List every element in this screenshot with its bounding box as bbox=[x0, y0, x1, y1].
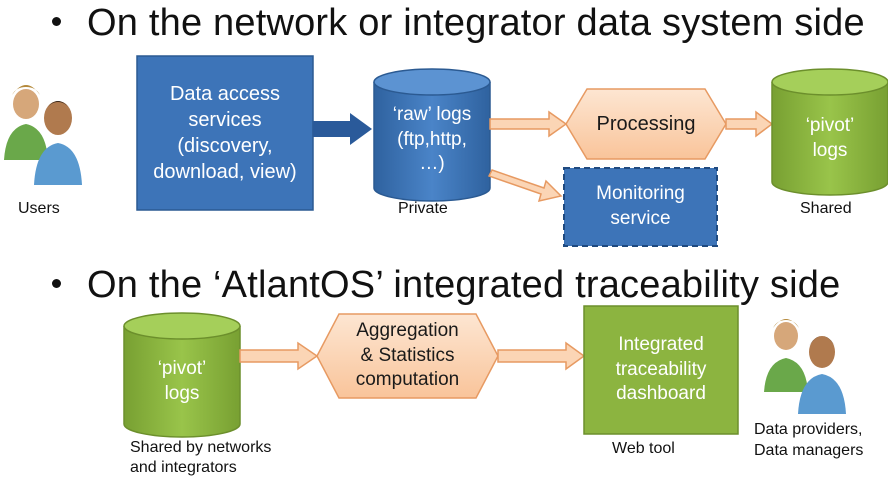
dashboard-caption: Web tool bbox=[612, 440, 675, 457]
arrow-aggregation-to-dashboard bbox=[497, 341, 586, 371]
users-icon bbox=[4, 85, 82, 185]
dashboard-label: Integrated traceability dashboard bbox=[615, 333, 707, 405]
pivot-logs-cylinder-bottom bbox=[123, 312, 241, 438]
pivot-logs-top-label: ‘pivot’ logs bbox=[805, 115, 855, 161]
bullet-icon bbox=[52, 17, 61, 27]
arrow-data-access-to-raw-logs bbox=[313, 113, 372, 145]
processing-label: Processing bbox=[596, 113, 696, 135]
data-providers-caption: Data providers, Data managers bbox=[754, 421, 864, 459]
dashboard-box bbox=[583, 305, 739, 435]
data-access-services-box bbox=[136, 55, 314, 211]
raw-logs-cylinder bbox=[373, 68, 491, 202]
pivot-logs-bottom-label: ‘pivot’ logs bbox=[157, 358, 207, 404]
data-providers-icon bbox=[764, 319, 846, 414]
arrow-processing-to-pivot bbox=[725, 110, 774, 138]
heading-atlantos-text: On the ‘AtlantOS’ integrated traceabilit… bbox=[87, 264, 841, 306]
data-access-services-label: Data access services (discovery, downloa… bbox=[153, 83, 297, 183]
raw-logs-caption: Private bbox=[398, 200, 448, 217]
heading-network-text: On the network or integrator data system… bbox=[87, 2, 865, 44]
pivot-logs-top-caption: Shared bbox=[800, 200, 852, 217]
heading-network-side: On the network or integrator data system… bbox=[40, 2, 865, 45]
arrow-raw-to-monitoring bbox=[487, 169, 563, 203]
monitoring-service-label: Monitoring service bbox=[596, 183, 685, 229]
pivot-logs-bottom-caption: Shared by networks and integrators bbox=[130, 439, 272, 476]
heading-atlantos-side: On the ‘AtlantOS’ integrated traceabilit… bbox=[40, 264, 840, 307]
users-caption: Users bbox=[18, 200, 60, 217]
pivot-logs-cylinder-top bbox=[771, 68, 888, 196]
aggregation-label: Aggregation & Statistics computation bbox=[355, 319, 460, 391]
bullet-icon bbox=[52, 279, 61, 289]
monitoring-service-box bbox=[563, 167, 718, 247]
raw-logs-label: ‘raw’ logs (ftp,http, …) bbox=[392, 103, 472, 175]
arrow-raw-to-processing bbox=[489, 110, 568, 138]
arrow-pivot-to-aggregation bbox=[239, 341, 319, 371]
